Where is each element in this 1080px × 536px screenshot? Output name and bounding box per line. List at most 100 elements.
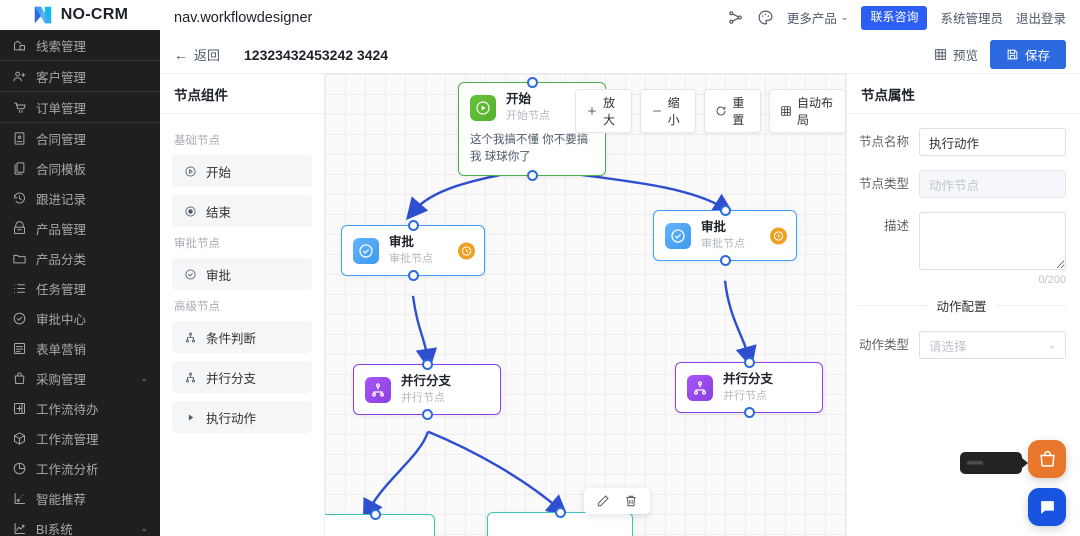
node-name-label: 节点名称 [858,135,909,149]
contact-consult-button[interactable]: 联系咨询 [861,6,928,30]
sidebar-item-label: 产品分类 [36,252,87,267]
refresh-icon [715,105,727,117]
canvas-node-approval-left[interactable]: 审批 审批节点 [341,220,485,282]
canvas-node-action-left[interactable] [325,509,435,536]
list-icon [12,281,27,296]
palette-item-2-0[interactable]: 条件判断 [172,321,312,353]
sidebar-item-6[interactable]: 跟进记录 [0,183,160,213]
sidebar: NO-CRM 线索管理客户管理订单管理合同管理合同模板跟进记录产品管理产品分类任… [0,0,160,536]
node-port-top[interactable] [407,220,419,231]
description-textarea[interactable] [919,212,1066,270]
edge-context-toolbar [584,488,650,514]
check-circle-icon [665,222,691,249]
sidebar-item-13[interactable]: 工作流待办 [0,393,160,423]
node-port-top[interactable] [369,509,381,520]
palette-item-2-1[interactable]: 并行分支 [172,361,312,393]
chevron-down-icon: ⌄ [1047,339,1056,351]
pencil-icon[interactable] [596,494,610,508]
node-port-top[interactable] [554,507,566,518]
back-button[interactable]: ← 返回 [174,45,220,64]
field-node-name: 节点名称 [857,128,1066,156]
node-port-bottom[interactable] [421,409,433,421]
node-header: 开始 开始节点 [459,83,605,132]
node-port-bottom[interactable] [526,169,538,181]
product-icon [12,220,27,236]
sidebar-item-label: 跟进记录 [36,192,87,207]
save-button[interactable]: 保存 [989,40,1066,69]
chat-bubble-icon[interactable] [1028,488,1066,526]
palette-item-2-2[interactable]: 执行动作 [172,401,312,433]
node-port-bottom[interactable] [407,270,419,282]
preview-button[interactable]: 预览 [934,45,978,64]
check-circle-icon [184,268,197,281]
canvas-toolbar-button-1[interactable]: 缩小 [639,89,697,133]
sidebar-item-4[interactable]: 合同管理 [0,123,160,153]
sidebar-item-11[interactable]: 表单营销 [0,333,160,363]
canvas-node-parallel-left[interactable]: 并行分支 并行节点 [353,359,501,421]
sidebar-item-10[interactable]: 审批中心 [0,303,160,333]
sidebar-item-7[interactable]: 产品管理 [0,213,160,243]
sidebar-item-label: BI系统 [36,522,73,536]
history-icon [12,191,27,206]
sidebar-item-8[interactable]: 产品分类 [0,243,160,273]
logout-link[interactable]: 退出登录 [1015,12,1066,27]
action-type-select[interactable]: 请选择 ⌄ [919,331,1066,359]
node-port-top[interactable] [719,205,731,216]
sidebar-item-15[interactable]: 工作流分析 [0,453,160,483]
palette-item-0-0[interactable]: 开始 [172,155,312,187]
workflow-canvas[interactable]: 放大缩小重置 自动布局 [325,74,846,536]
palette-group-title: 审批节点 [174,238,220,250]
palette-item-1-0[interactable]: 审批 [172,258,312,290]
edge-parallel-left-to-action-left [362,431,430,522]
sidebar-item-3[interactable]: 订单管理 [0,92,160,122]
canvas-toolbar-button-3[interactable]: 自动布局 [769,89,846,133]
canvas-node-action-right[interactable] [487,507,633,536]
sidebar-item-16[interactable]: 智能推荐 [0,483,160,513]
canvas-node-approval-right[interactable]: 审批 审批节点 [653,205,797,267]
node-palette-panel: 节点组件 基础节点开始结束审批节点审批高级节点条件判断并行分支执行动作 [160,74,325,536]
sidebar-item-label: 产品管理 [36,222,87,237]
node-port-top[interactable] [743,357,755,368]
chevron-down-icon: ⌄ [140,522,148,533]
node-text-block: 并行分支 并行节点 [723,372,773,403]
sidebar-divider [0,122,160,123]
palette-icon[interactable] [757,9,774,26]
palette-item-label: 并行分支 [206,371,257,386]
canvas-toolbar-button-2[interactable]: 重置 [704,89,762,133]
node-port-bottom[interactable] [719,255,731,267]
play-small-icon [184,411,197,424]
sidebar-item-9[interactable]: 任务管理 [0,273,160,303]
canvas-node-parallel-right[interactable]: 并行分支 并行节点 [675,357,823,419]
sidebar-item-2[interactable]: 客户管理 [0,61,160,91]
node-text-block: 审批 审批节点 [389,235,433,266]
node-port-top[interactable] [526,77,538,88]
node-header: 审批 审批节点 [342,226,484,275]
node-port-top[interactable] [421,359,433,370]
sidebar-item-label: 订单管理 [36,101,87,116]
canvas-toolbar-label: 自动布局 [797,96,834,127]
lead-icon [12,38,27,53]
sidebar-item-17[interactable]: BI系统 ⌄ [0,513,160,536]
node-text-block: 审批 审批节点 [701,220,745,251]
canvas-toolbar: 放大缩小重置 自动布局 [575,89,846,133]
node-port-bottom[interactable] [743,407,755,419]
contract-icon [12,131,27,146]
admin-user-link[interactable]: 系统管理员 [940,12,1003,27]
node-name-input[interactable] [919,128,1066,156]
palette-item-label: 执行动作 [206,411,257,426]
brand-logo-area[interactable]: NO-CRM [0,0,160,30]
sidebar-item-14[interactable]: 工作流管理 [0,423,160,453]
sidebar-item-1[interactable]: 线索管理 [0,30,160,60]
trash-icon[interactable] [624,494,638,508]
minus-icon [651,105,663,117]
sidebar-item-label: 合同管理 [36,132,87,147]
grid-icon [780,105,792,117]
more-products-dropdown[interactable]: 更多产品 ⌄ [787,8,849,27]
shopping-bag-icon[interactable] [1028,440,1066,478]
page-title: nav.workflowdesigner [174,10,313,26]
palette-item-0-1[interactable]: 结束 [172,195,312,227]
sidebar-item-12[interactable]: 采购管理⌄ [0,363,160,393]
sidebar-item-5[interactable]: 合同模板 [0,153,160,183]
share-nodes-icon[interactable] [727,9,744,26]
canvas-toolbar-button-0[interactable]: 放大 [575,89,632,133]
